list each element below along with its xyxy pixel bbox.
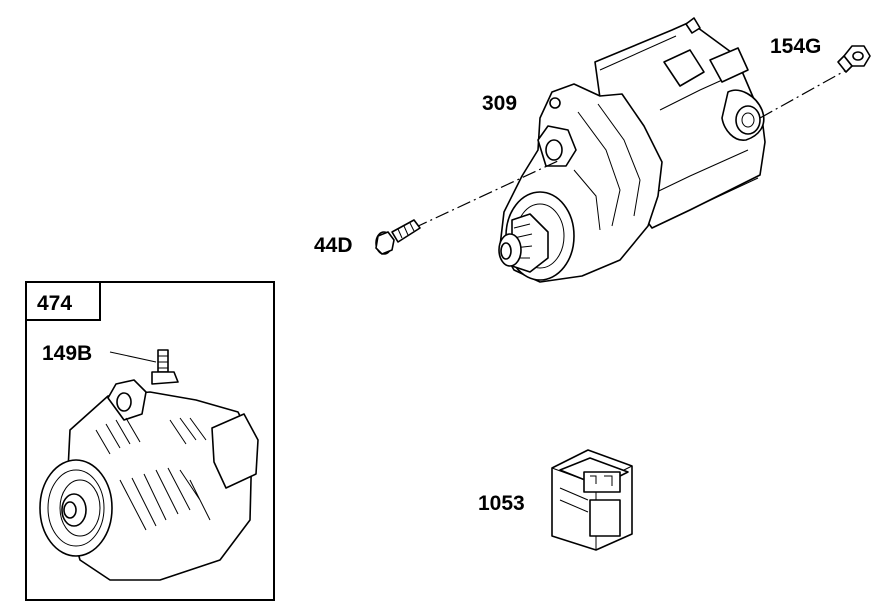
- callout-starter: 309: [482, 92, 517, 115]
- inset-box: [25, 281, 275, 601]
- stud-leader: [109, 351, 157, 363]
- callout-relay: 1053: [478, 492, 525, 515]
- callout-stud: 149B: [42, 342, 92, 365]
- callout-nut: 154G: [770, 35, 821, 58]
- assembly-centerline: [413, 67, 851, 229]
- callout-bolt: 44D: [314, 234, 353, 257]
- inset-box-label: 474: [37, 292, 72, 315]
- alternator: [39, 349, 259, 581]
- hex-nut: [837, 45, 871, 73]
- relay-module: [551, 449, 633, 551]
- terminal-stud: [151, 349, 179, 385]
- starter-motor: [498, 17, 766, 283]
- leader-lines: [109, 351, 157, 363]
- flange-bolt: [375, 219, 421, 255]
